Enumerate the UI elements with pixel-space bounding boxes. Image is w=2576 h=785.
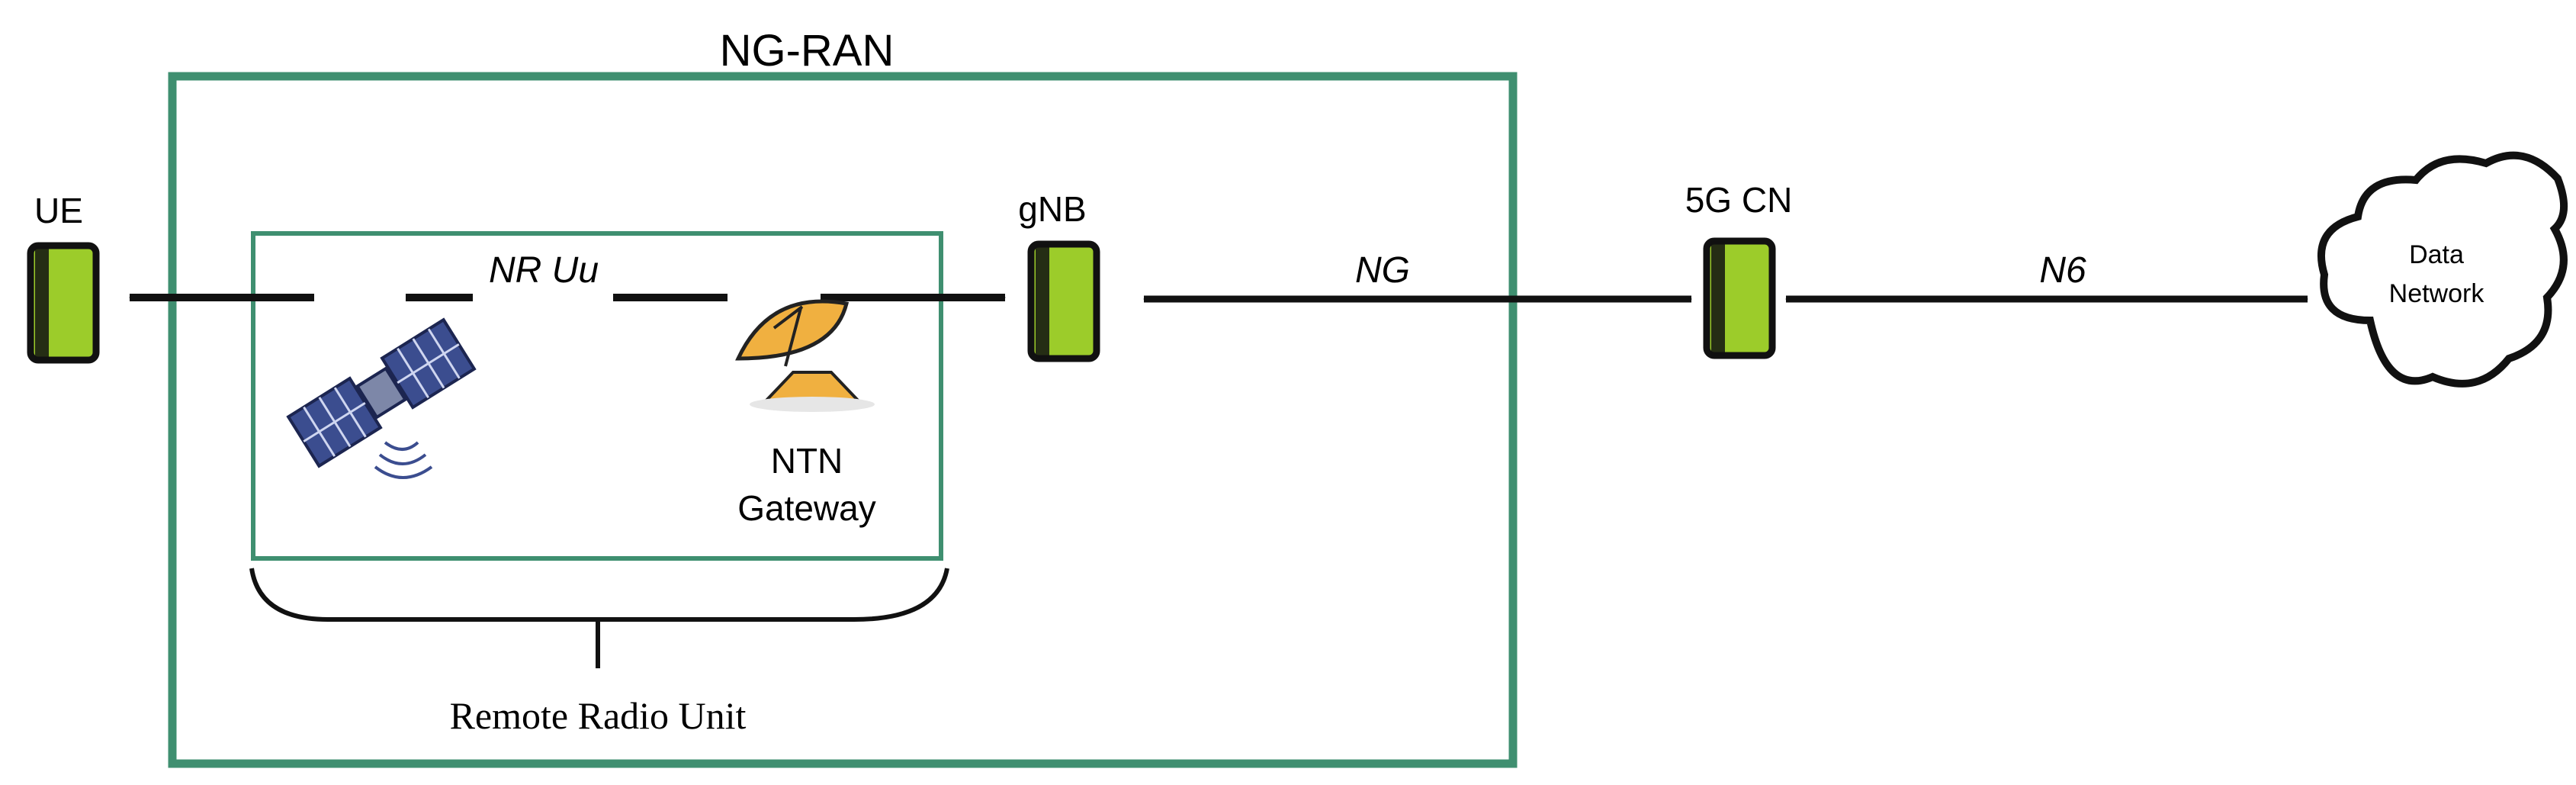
nr-uu-label: NR Uu	[489, 250, 599, 291]
ue-base-station-icon	[27, 242, 100, 364]
data-network-label-line2: Network	[2389, 279, 2485, 308]
satellite-icon	[286, 317, 477, 468]
remote-radio-unit-label: Remote Radio Unit	[450, 694, 747, 737]
satellite-signal-waves	[374, 441, 433, 479]
ue-label: UE	[34, 191, 83, 230]
data-network-label-line1: Data	[2409, 240, 2464, 269]
ng-label: NG	[1355, 250, 1410, 291]
ng-ran-label: NG-RAN	[720, 26, 895, 76]
data-network-cloud-icon	[2317, 151, 2568, 388]
satellite-dish-icon	[735, 299, 875, 412]
gnb-base-station-icon	[1027, 240, 1100, 362]
n6-label: N6	[2039, 250, 2086, 291]
ntn-gateway-label-line1: NTN	[771, 441, 843, 481]
ng-ran-box	[168, 72, 1518, 768]
core-network-label: 5G CN	[1685, 180, 1793, 220]
remote-radio-unit-bracket	[249, 568, 949, 622]
remote-radio-unit-box	[251, 231, 943, 561]
ntn-gateway-label-line2: Gateway	[737, 488, 876, 528]
gnb-label: gNB	[1018, 189, 1086, 229]
core-network-base-station-icon	[1703, 237, 1776, 359]
